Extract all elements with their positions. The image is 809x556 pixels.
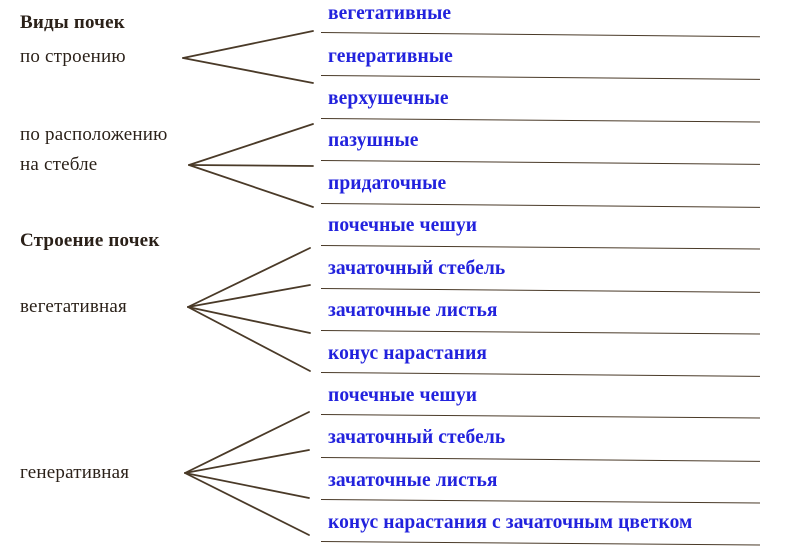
item-konus-narastaniya-1[interactable]: конус нарастания <box>328 343 488 364</box>
branch-line-g4-4 <box>184 472 310 536</box>
item-pochechnye-cheshui-1[interactable]: почечные чешуи <box>328 215 478 236</box>
item-rule-2 <box>320 75 760 80</box>
branch-line-g3-4 <box>187 306 311 372</box>
item-zachatochnye-listya-2[interactable]: зачаточные листья <box>328 470 498 491</box>
item-rule-5 <box>320 203 760 208</box>
item-zachatochnyy-stebel-1[interactable]: зачаточный стебель <box>328 258 506 279</box>
item-rule-7 <box>320 288 760 293</box>
branch-line-g4-2 <box>184 449 310 474</box>
item-rule-9 <box>320 372 760 377</box>
group-label-po-stroeniyu[interactable]: по строению <box>20 46 126 67</box>
group-heading-stroenie-pochek: Строение почек <box>20 230 160 251</box>
group-heading-vidy-pochek: Виды почек <box>20 12 125 33</box>
branch-line-g4-3 <box>184 472 310 499</box>
branch-line-g1-2 <box>182 57 314 84</box>
item-zachatochnyy-stebel-2[interactable]: зачаточный стебель <box>328 427 506 448</box>
item-rule-4 <box>320 160 760 165</box>
branch-line-g3-1 <box>187 247 311 308</box>
item-vegetativnye[interactable]: вегетативные <box>328 3 452 24</box>
item-pazushnye[interactable]: пазушные <box>328 130 419 151</box>
item-rule-3 <box>320 118 760 123</box>
branch-line-g2-3 <box>188 164 314 208</box>
item-rule-11 <box>320 457 760 462</box>
branch-line-g3-3 <box>187 306 311 334</box>
item-pochechnye-cheshui-2[interactable]: почечные чешуи <box>328 385 478 406</box>
item-rule-8 <box>320 330 760 335</box>
group-label-po-raspolozheniyu-line2[interactable]: на стебле <box>20 154 98 175</box>
branch-line-g1-1 <box>182 30 314 59</box>
item-rule-6 <box>320 245 760 250</box>
item-rule-13 <box>320 541 760 546</box>
item-pridatochnye[interactable]: придаточные <box>328 173 447 194</box>
group-label-vegetativnaya[interactable]: вегетативная <box>20 296 127 317</box>
branch-line-g4-1 <box>184 411 310 474</box>
item-rule-1 <box>320 32 760 38</box>
item-generativnye[interactable]: генеративные <box>328 46 453 67</box>
item-verkhushechnye[interactable]: верхушечные <box>328 88 449 109</box>
group-label-po-raspolozheniyu-line1[interactable]: по расположению <box>20 124 168 145</box>
item-zachatochnye-listya-1[interactable]: зачаточные листья <box>328 300 498 321</box>
branch-line-g2-1 <box>188 123 314 166</box>
branch-line-g2-2 <box>188 164 314 167</box>
item-konus-narastaniya-s-zachatochnym-tsvetkom[interactable]: конус нарастания с зачаточным цветком <box>328 512 693 533</box>
branch-line-g3-2 <box>187 284 311 308</box>
item-rule-12 <box>320 499 760 504</box>
group-label-generativnaya[interactable]: генеративная <box>20 462 130 483</box>
item-rule-10 <box>320 414 760 419</box>
